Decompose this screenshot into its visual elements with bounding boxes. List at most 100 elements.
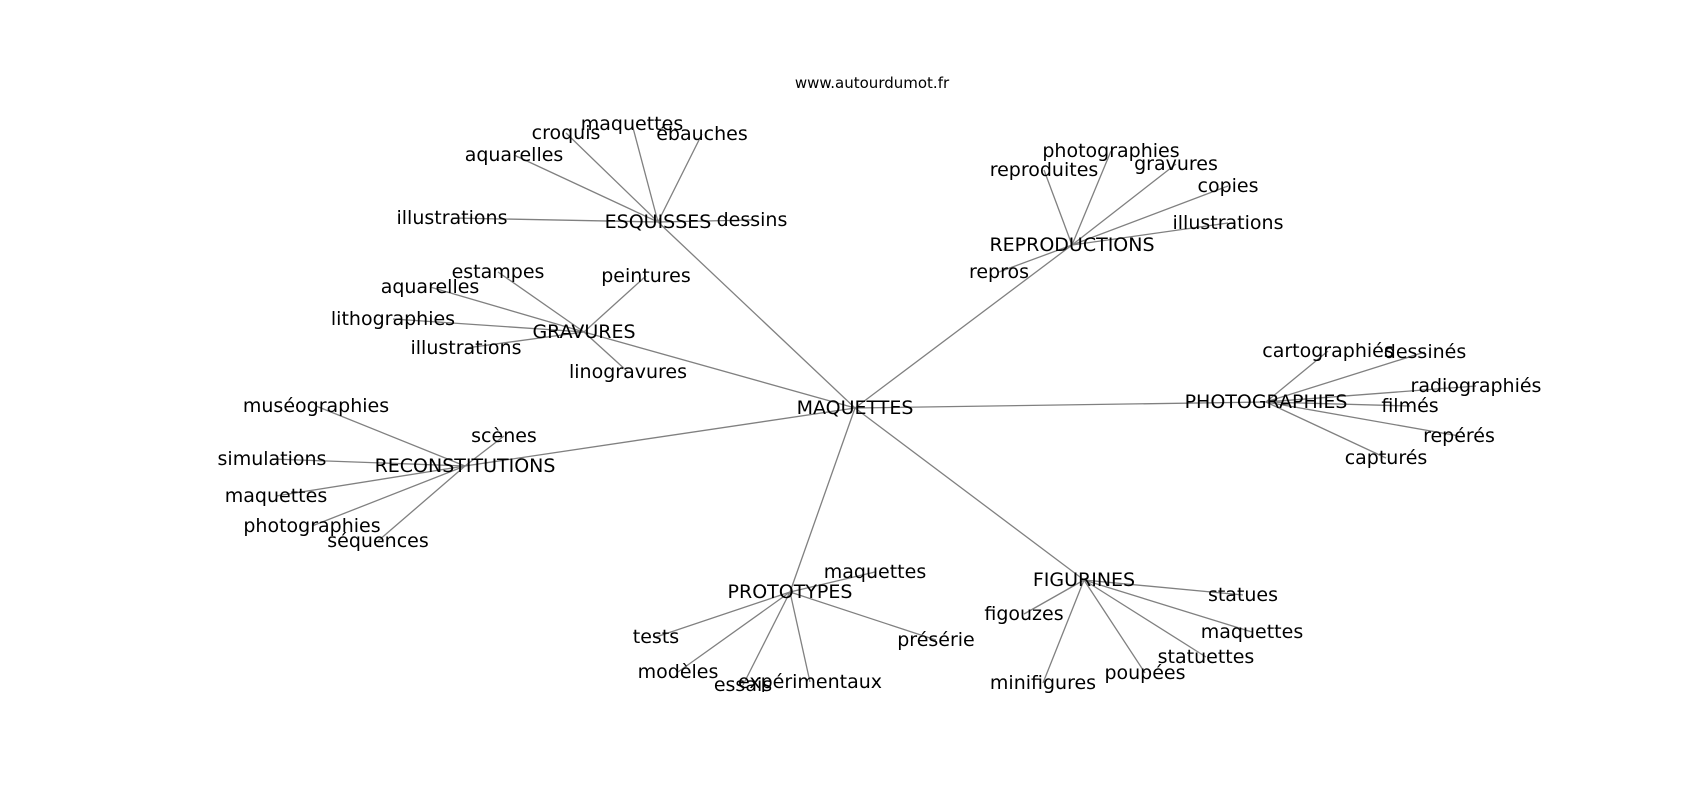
- node-leaf[interactable]: dessinés: [1384, 341, 1466, 363]
- node-leaf[interactable]: ébauches: [656, 123, 748, 145]
- edge-prototypes-leaf: [789, 591, 937, 641]
- node-leaf[interactable]: statuettes: [1158, 646, 1255, 668]
- edge-gravures-leaf: [583, 331, 629, 373]
- node-leaf[interactable]: linogravures: [569, 361, 687, 383]
- node-leaf[interactable]: aquarelles: [465, 144, 564, 166]
- node-leaf[interactable]: scènes: [471, 425, 537, 447]
- node-leaf[interactable]: dessins: [717, 209, 788, 231]
- edge-prototypes-leaf: [655, 591, 791, 638]
- edge-reproductions-leaf: [1071, 150, 1112, 246]
- node-leaf[interactable]: minifigures: [990, 672, 1096, 694]
- edge-reconstitutions-leaf: [315, 405, 466, 467]
- edge-center-photographies: [854, 401, 1267, 409]
- node-leaf[interactable]: illustrations: [1173, 212, 1284, 234]
- edge-reconstitutions-leaf: [275, 465, 466, 497]
- label-layer: MAQUETTESESQUISSEScroquismaquettesébauch…: [218, 113, 1542, 696]
- edge-figurines-leaf: [1083, 579, 1253, 633]
- node-leaf[interactable]: radiographiés: [1411, 375, 1542, 397]
- edge-esquisses-leaf: [657, 133, 703, 223]
- node-center[interactable]: MAQUETTES: [797, 397, 914, 419]
- node-leaf[interactable]: reproduites: [990, 159, 1099, 181]
- node-leaf[interactable]: gravures: [1134, 153, 1218, 175]
- node-leaf[interactable]: croquis: [532, 122, 601, 144]
- edge-gravures-leaf: [392, 318, 585, 333]
- edge-figurines-leaf: [1083, 579, 1146, 674]
- node-leaf[interactable]: maquettes: [824, 561, 926, 583]
- node-leaf[interactable]: poupées: [1104, 662, 1185, 684]
- edge-center-gravures: [583, 331, 856, 409]
- edge-photographies-leaf: [1265, 350, 1329, 403]
- node-leaf[interactable]: photographies: [1042, 140, 1179, 162]
- source-url: www.autourdumot.fr: [795, 74, 950, 92]
- edge-layer: [271, 123, 1477, 686]
- edge-photographies-leaf: [1265, 351, 1426, 403]
- node-leaf[interactable]: maquettes: [581, 113, 683, 135]
- edge-photographies-leaf: [1265, 401, 1460, 437]
- node-reconstitutions[interactable]: RECONSTITUTIONS: [375, 455, 556, 477]
- edge-figurines-leaf: [1083, 579, 1207, 658]
- node-leaf[interactable]: repros: [969, 261, 1029, 283]
- node-leaf[interactable]: essais: [714, 674, 772, 696]
- edge-figurines-leaf: [1042, 579, 1085, 684]
- edge-photographies-leaf: [1265, 385, 1477, 403]
- node-leaf[interactable]: présérie: [897, 629, 975, 651]
- edge-reconstitutions-leaf: [377, 465, 466, 542]
- edge-reproductions-leaf: [1071, 163, 1177, 246]
- node-leaf[interactable]: séquences: [327, 530, 428, 552]
- node-figurines[interactable]: FIGURINES: [1033, 569, 1135, 591]
- node-leaf[interactable]: muséographies: [243, 395, 389, 417]
- node-photographies[interactable]: PHOTOGRAPHIES: [1185, 391, 1348, 413]
- edge-esquisses-leaf: [631, 123, 659, 223]
- edge-figurines-leaf: [1083, 579, 1244, 596]
- node-leaf[interactable]: estampes: [452, 261, 545, 283]
- edge-prototypes-leaf: [789, 571, 876, 593]
- node-prototypes[interactable]: PROTOTYPES: [728, 581, 853, 603]
- edge-reconstitutions-leaf: [311, 465, 466, 527]
- edge-reconstitutions-leaf: [464, 435, 505, 467]
- node-leaf[interactable]: filmés: [1381, 395, 1438, 417]
- edge-esquisses-leaf: [657, 219, 753, 223]
- node-leaf[interactable]: simulations: [218, 448, 327, 470]
- node-leaf[interactable]: photographies: [243, 515, 380, 537]
- node-gravures[interactable]: GRAVURES: [532, 321, 635, 343]
- node-leaf[interactable]: cartographiés: [1262, 340, 1393, 362]
- node-leaf[interactable]: repérés: [1423, 425, 1495, 447]
- node-esquisses[interactable]: ESQUISSES: [605, 211, 712, 233]
- edge-gravures-leaf: [465, 331, 585, 349]
- edge-reproductions-leaf: [1043, 169, 1073, 246]
- edge-reproductions-leaf: [1071, 222, 1229, 246]
- edge-figurines-leaf: [1023, 579, 1085, 615]
- edge-photographies-leaf: [1265, 401, 1411, 407]
- edge-gravures-leaf: [497, 271, 585, 333]
- edge-reproductions-leaf: [998, 244, 1073, 273]
- node-leaf[interactable]: modèles: [638, 661, 719, 683]
- node-leaf[interactable]: illustrations: [411, 337, 522, 359]
- node-leaf[interactable]: lithographies: [331, 308, 455, 330]
- node-leaf[interactable]: copies: [1198, 175, 1259, 197]
- edge-center-reconstitutions: [464, 407, 856, 467]
- edge-center-esquisses: [657, 221, 856, 409]
- node-leaf[interactable]: expérimentaux: [738, 671, 882, 693]
- node-leaf[interactable]: maquettes: [1201, 621, 1303, 643]
- node-leaf[interactable]: statues: [1208, 584, 1278, 606]
- node-leaf[interactable]: peintures: [601, 265, 691, 287]
- edge-center-prototypes: [789, 407, 856, 593]
- node-leaf[interactable]: capturés: [1345, 447, 1428, 469]
- edge-reproductions-leaf: [1071, 185, 1229, 246]
- node-reproductions[interactable]: REPRODUCTIONS: [989, 234, 1154, 256]
- edge-esquisses-leaf: [451, 217, 659, 223]
- node-leaf[interactable]: illustrations: [397, 207, 508, 229]
- node-leaf[interactable]: tests: [633, 626, 679, 648]
- edge-prototypes-leaf: [789, 591, 811, 683]
- edge-center-reproductions: [854, 244, 1073, 409]
- edge-esquisses-leaf: [513, 154, 659, 223]
- node-leaf[interactable]: aquarelles: [381, 276, 480, 298]
- node-leaf[interactable]: figouzes: [984, 603, 1063, 625]
- edge-prototypes-leaf: [742, 591, 791, 686]
- edge-center-figurines: [854, 407, 1085, 581]
- edge-gravures-leaf: [583, 275, 647, 333]
- node-leaf[interactable]: maquettes: [225, 485, 327, 507]
- edge-esquisses-leaf: [565, 132, 659, 223]
- edge-prototypes-leaf: [677, 591, 791, 673]
